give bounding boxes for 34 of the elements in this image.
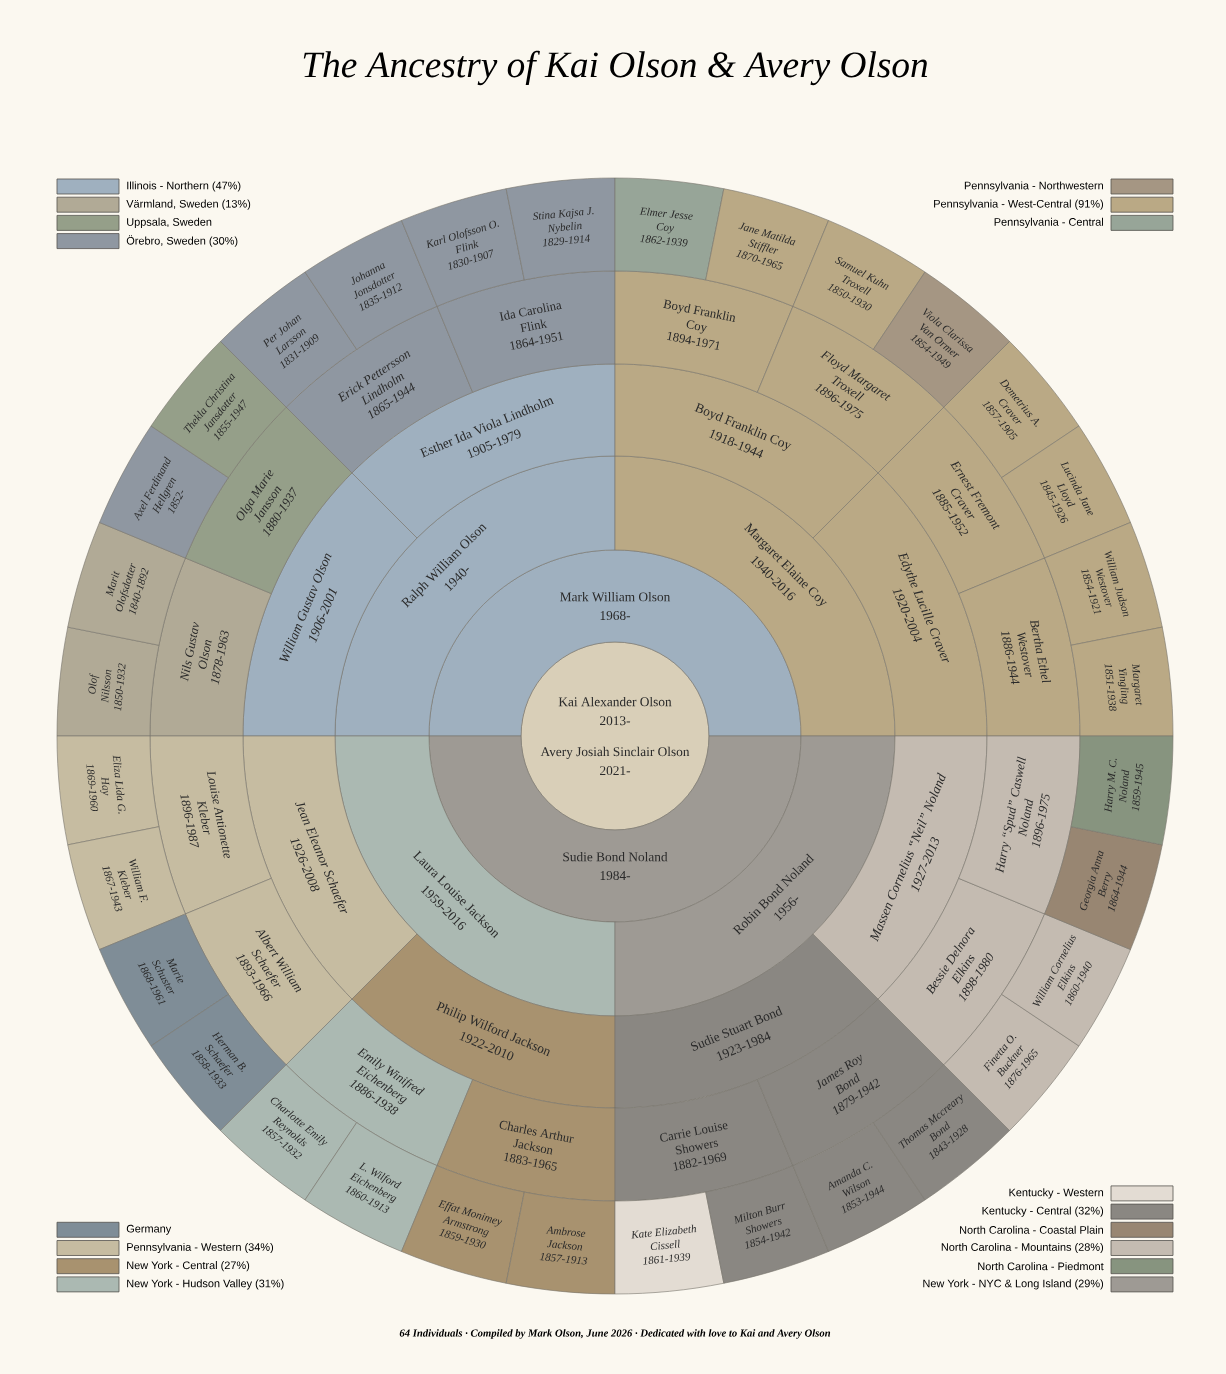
legend-label: Germany bbox=[126, 1224, 172, 1235]
legend-label: Pennsylvania - Central bbox=[994, 217, 1103, 228]
legend-label: Värmland, Sweden (13%) bbox=[126, 199, 251, 210]
legend-label: New York - NYC & Long Island (29%) bbox=[923, 1279, 1104, 1290]
legend-label: Illinois - Northern (47%) bbox=[127, 181, 241, 192]
legend-label: New York - Hudson Valley (31%) bbox=[127, 1279, 284, 1290]
legend-label: Kentucky - Central (32%) bbox=[982, 1206, 1104, 1217]
ring-segment: Margaret Yingling 1851-1938 bbox=[1070, 626, 1174, 737]
legend-label: North Carolina - Coastal Plain bbox=[960, 1225, 1103, 1234]
ring-segment: Kate Elizabeth Cissell 1861-1939 bbox=[614, 1191, 725, 1295]
ring-segment: Eliza Lida G. Hay 1869-1960 bbox=[56, 735, 160, 846]
title: The Ancestry of Kai Olson & Avery Olson bbox=[303, 50, 928, 86]
ring-segment: Ida Carolina Flink 1864-1951 bbox=[436, 270, 616, 393]
legend-label: Pennsylvania - Northwestern bbox=[964, 181, 1103, 192]
ring-segment: Ambrose Jackson 1857-1913 bbox=[505, 1191, 616, 1295]
legend-label: Örebro, Sweden (30%) bbox=[126, 235, 238, 247]
ring-segment: Nils Gustav Olson 1878-1963 bbox=[149, 557, 272, 737]
ring-segment: Boyd Franklin Coy 1894-1971 bbox=[614, 270, 794, 393]
ring-segment: Carrie Louise Showers 1882-1969 bbox=[614, 1079, 794, 1202]
legend-label: New York - Central (27%) bbox=[127, 1261, 250, 1272]
ring-segment: Bertha Ethel Westover 1886-1944 bbox=[958, 557, 1081, 737]
ring-segment: Stina Kajsa J. Nybelin 1829-1914 bbox=[505, 177, 616, 281]
legend-label: North Carolina - Mountains (28%) bbox=[941, 1242, 1104, 1254]
legend-label: North Carolina - Piedmont bbox=[978, 1262, 1104, 1271]
legend-label: Pennsylvania - Western (34%) bbox=[127, 1242, 274, 1254]
legend-label: Pennsylvania - West-Central (91%) bbox=[934, 199, 1104, 210]
ring-segment: Harry “Spud” Caswell Noland 1896-1975 bbox=[958, 735, 1081, 915]
ring-segment: Olof Nilsson 1850-1932 bbox=[56, 626, 160, 737]
ring-segment: Elmer Jesse Coy 1862-1939 bbox=[614, 177, 725, 281]
caption: 64 Individuals · Compiled by Mark Olson, June 2026 · Dedicated with love to Kai and Avery Olson bbox=[399, 1329, 831, 1339]
legend-label: Uppsala, Sweden bbox=[127, 217, 212, 228]
legend-label: Kentucky - Western bbox=[1009, 1188, 1104, 1199]
ring-segment: Harry M. C. Noland 1859-1945 bbox=[1070, 735, 1174, 846]
ring-segment: Louise Antionette Kleber 1896-1987 bbox=[149, 735, 272, 915]
